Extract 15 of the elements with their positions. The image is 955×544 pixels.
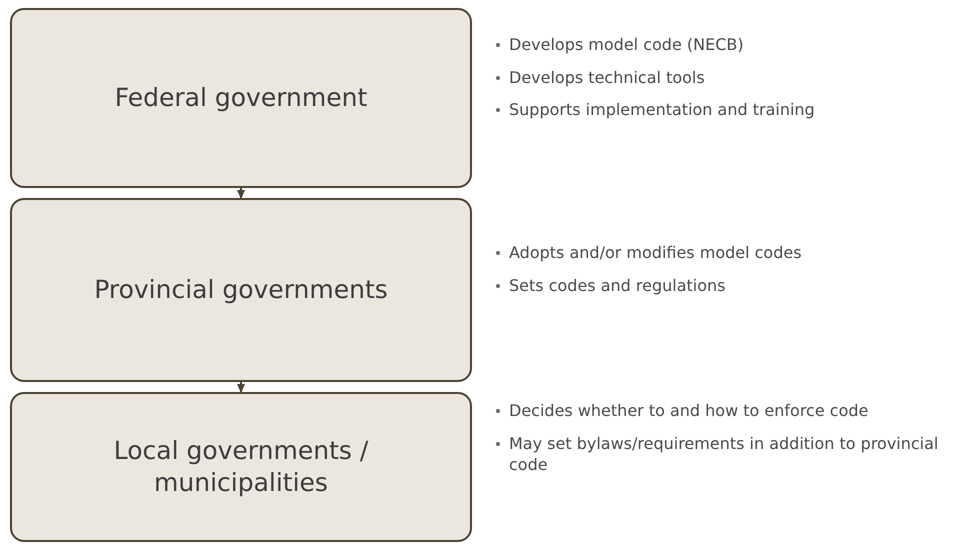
- bullet-text: May set bylaws/requirements in addition to provincial code: [509, 432, 940, 476]
- process-box: [10, 198, 472, 382]
- bullet-text: Supports implementation and training: [509, 99, 815, 121]
- arrow: [237, 188, 245, 199]
- box-title: Federal government: [114, 82, 368, 114]
- box-title: Local governments / municipalities: [112, 434, 370, 499]
- process-box: [10, 392, 472, 542]
- arrow: [237, 382, 245, 393]
- bullet-text: Adopts and/or modifies model codes: [509, 242, 802, 264]
- bullet-text: Develops technical tools: [509, 66, 705, 88]
- process-box: [10, 8, 472, 188]
- bullet-text: Sets codes and regulations: [509, 274, 726, 296]
- bullet-text: Decides whether to and how to enforce code: [509, 400, 868, 422]
- box-title: Provincial governments: [94, 274, 388, 306]
- bullet-text: Develops model code (NECB): [509, 34, 744, 56]
